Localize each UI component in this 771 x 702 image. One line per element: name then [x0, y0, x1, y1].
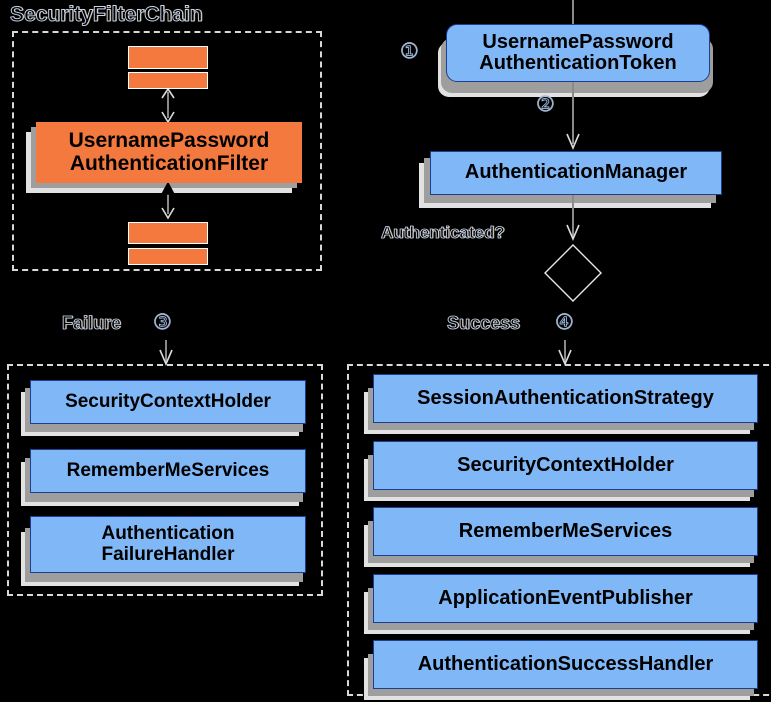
node-failure-remember-me-services[interactable]: RememberMeServices	[30, 449, 306, 493]
branch-label-failure: Failure	[62, 313, 122, 334]
failure-item-3-line2: FailureHandler	[101, 543, 235, 565]
decision-diamond	[544, 244, 602, 302]
failure-item-3-line1: Authentication	[101, 523, 235, 545]
filter-label-line1: UsernamePassword	[68, 129, 270, 153]
connector-filter-up	[161, 87, 175, 124]
filter-label-line2: AuthenticationFilter	[69, 151, 269, 175]
node-success-authentication-success-handler[interactable]: AuthenticationSuccessHandler	[373, 640, 758, 689]
connector-into-token	[572, 0, 574, 30]
step-number-1: ①	[400, 40, 420, 63]
token-label-line2: AuthenticationToken	[479, 52, 677, 74]
node-success-remember-me-services[interactable]: RememberMeServices	[373, 507, 758, 556]
node-authentication-manager[interactable]: AuthenticationManager	[430, 151, 722, 195]
branch-label-success: Success	[447, 313, 521, 334]
node-username-password-authentication-filter[interactable]: UsernamePassword AuthenticationFilter	[36, 122, 302, 183]
connector-token-to-manager	[566, 82, 580, 151]
filter-bar-top-1	[128, 46, 208, 69]
step-number-3: ③	[153, 311, 173, 334]
connector-manager-to-decision	[566, 195, 580, 242]
filter-bar-bottom-2	[128, 248, 208, 265]
filter-bar-top-2	[128, 72, 208, 89]
node-username-password-authentication-token[interactable]: UsernamePassword AuthenticationToken	[446, 24, 710, 82]
group-title-security-filter-chain: SecurityFilterChain	[10, 3, 203, 27]
node-failure-security-context-holder[interactable]: SecurityContextHolder	[30, 380, 306, 424]
connector-into-success-group	[558, 340, 572, 367]
connector-into-failure-group	[159, 340, 173, 367]
filter-bar-bottom-1	[128, 222, 208, 244]
group-failure-branch	[7, 364, 323, 596]
node-failure-authentication-failure-handler[interactable]: Authentication FailureHandler	[30, 516, 306, 573]
decision-label-authenticated: Authenticated?	[381, 223, 506, 243]
group-security-filter-chain	[12, 31, 322, 271]
connector-filter-down	[160, 181, 176, 220]
node-success-security-context-holder[interactable]: SecurityContextHolder	[373, 441, 758, 490]
step-number-2: ②	[536, 93, 556, 116]
node-success-session-authentication-strategy[interactable]: SessionAuthenticationStrategy	[373, 374, 758, 423]
node-success-application-event-publisher[interactable]: ApplicationEventPublisher	[373, 574, 758, 623]
token-label-line1: UsernamePassword	[482, 30, 674, 53]
step-number-4: ④	[555, 311, 575, 334]
